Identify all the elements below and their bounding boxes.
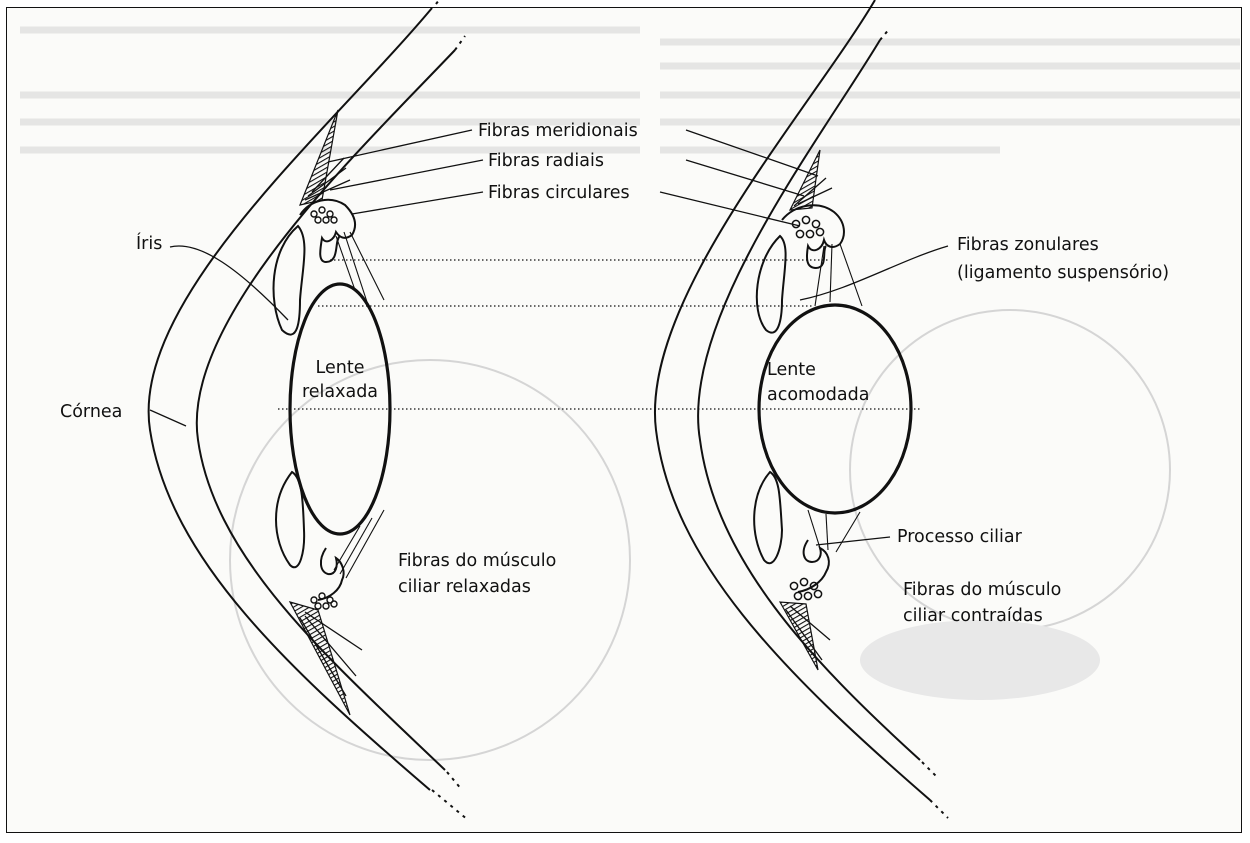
label-fibras-zonulares: Fibras zonulares	[957, 234, 1099, 256]
left-ciliary-lower	[318, 548, 344, 600]
label-lente-acomodada-2: acomodada	[767, 384, 869, 406]
leader-radiais-left	[330, 160, 483, 190]
left-iris-upper	[274, 226, 305, 335]
label-musculo-contraidas-1: Fibras do músculo	[903, 579, 1061, 601]
label-lente-relaxada-1: Lente	[300, 357, 380, 379]
leader-zonulares	[800, 246, 948, 300]
left-cornea-outer-dots	[432, 790, 468, 820]
left-cornea-top-dots	[436, 0, 462, 4]
right-meridional-lower	[780, 602, 818, 670]
label-lente-relaxada-2: relaxada	[300, 381, 380, 403]
label-musculo-relaxadas-1: Fibras do músculo	[398, 550, 556, 572]
right-ciliary-lower	[798, 540, 829, 592]
label-fibras-meridionais: Fibras meridionais	[478, 120, 638, 142]
label-processo-ciliar: Processo ciliar	[897, 526, 1022, 548]
label-iris: Íris	[136, 233, 162, 255]
right-iris-lower	[754, 472, 782, 563]
label-cornea: Córnea	[60, 401, 122, 423]
left-circular-fibers-upper	[311, 207, 337, 223]
leader-meridionais-left	[328, 130, 472, 162]
left-circular-fibers-lower	[311, 593, 337, 609]
leader-circulares-left	[352, 192, 483, 214]
leader-cornea	[150, 410, 186, 426]
right-circular-fibers-upper	[792, 216, 823, 237]
leader-circulares-right	[660, 192, 800, 226]
label-musculo-relaxadas-2: ciliar relaxadas	[398, 576, 531, 598]
label-fibras-circulares: Fibras circulares	[488, 182, 630, 204]
label-fibras-radiais: Fibras radiais	[488, 150, 604, 172]
right-iris-upper	[757, 236, 786, 333]
label-lente-acomodada-1: Lente	[767, 359, 816, 381]
label-musculo-contraidas-2: ciliar contraídas	[903, 605, 1043, 627]
label-ligamento-suspensorio: (ligamento suspensório)	[957, 262, 1169, 284]
